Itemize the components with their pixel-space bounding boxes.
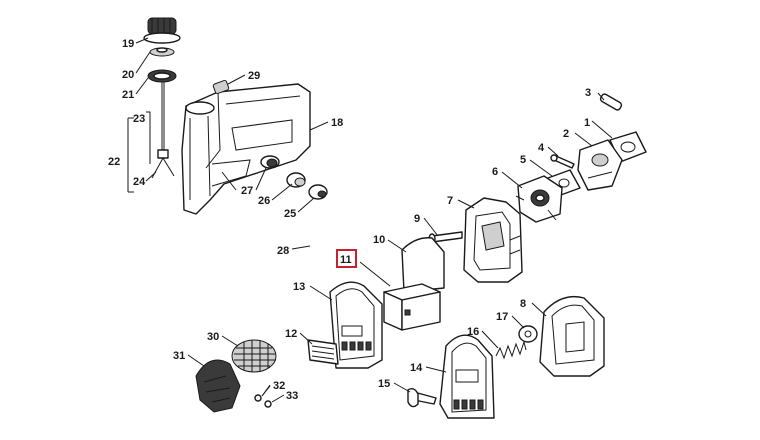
label-11: 11 [340, 254, 352, 266]
part-8-outer-cover [539, 295, 605, 377]
label-9: 9 [414, 213, 420, 225]
label-10: 10 [373, 234, 385, 246]
label-26: 26 [258, 195, 270, 207]
label-6: 6 [492, 166, 498, 178]
part-30-screen [231, 339, 277, 373]
part-18-tank-housing [181, 83, 311, 215]
label-15: 15 [378, 378, 390, 390]
label-14: 14 [410, 362, 423, 374]
label-16: 16 [467, 326, 479, 338]
part-10-gasket [401, 237, 445, 293]
part-27-grommet [260, 155, 280, 169]
label-1: 1 [584, 117, 590, 129]
label-19: 19 [122, 38, 134, 50]
part-28-fuel-line [295, 194, 361, 255]
highlight-box-11 [336, 249, 357, 268]
part-7-filter-housing [463, 197, 523, 283]
part-17-clip [518, 325, 538, 343]
part-29-plug [212, 79, 230, 95]
part-24-fuel-pickup [151, 82, 175, 179]
part-26-fitting [286, 172, 306, 188]
label-25: 25 [284, 208, 296, 220]
part-11-filter-element [383, 283, 441, 331]
part-31-cap [195, 359, 241, 413]
label-29: 29 [248, 70, 260, 82]
label-30: 30 [207, 331, 219, 343]
label-8: 8 [520, 298, 526, 310]
label-3: 3 [585, 87, 591, 99]
part-6-carburetor [515, 175, 563, 223]
label-27: 27 [241, 185, 253, 197]
label-5: 5 [520, 154, 526, 166]
label-17: 17 [496, 311, 508, 323]
part-labels: 19 20 21 23 22 24 29 18 27 26 25 28 3 1 … [108, 38, 591, 402]
label-4: 4 [538, 142, 545, 154]
part-20-washer [149, 47, 175, 57]
label-32: 32 [273, 380, 285, 392]
part-14-cover [439, 334, 495, 419]
label-2: 2 [563, 128, 569, 140]
part-16-spring [495, 340, 527, 360]
label-24: 24 [133, 176, 146, 188]
label-20: 20 [122, 69, 134, 81]
part-19-fuel-cap [143, 17, 181, 44]
label-22: 22 [108, 156, 120, 168]
label-12: 12 [285, 328, 297, 340]
leader-lines [135, 37, 613, 403]
label-7: 7 [447, 195, 453, 207]
part-13-cover [329, 281, 383, 369]
part-2-flange [577, 139, 623, 191]
part-32-33-screws [254, 385, 272, 408]
label-18: 18 [331, 117, 343, 129]
label-21: 21 [122, 89, 134, 101]
part-3-pin [599, 93, 623, 111]
part-21-seal [147, 69, 177, 83]
label-13: 13 [293, 281, 305, 293]
label-31: 31 [173, 350, 185, 362]
part-15-knob [407, 387, 437, 408]
part-25-filter [308, 184, 328, 200]
label-23: 23 [133, 113, 145, 125]
part-4-screw [550, 154, 575, 169]
label-33: 33 [286, 390, 298, 402]
bracket-22-23 [127, 111, 151, 193]
part-12-grille [307, 339, 339, 365]
label-28: 28 [277, 245, 289, 257]
